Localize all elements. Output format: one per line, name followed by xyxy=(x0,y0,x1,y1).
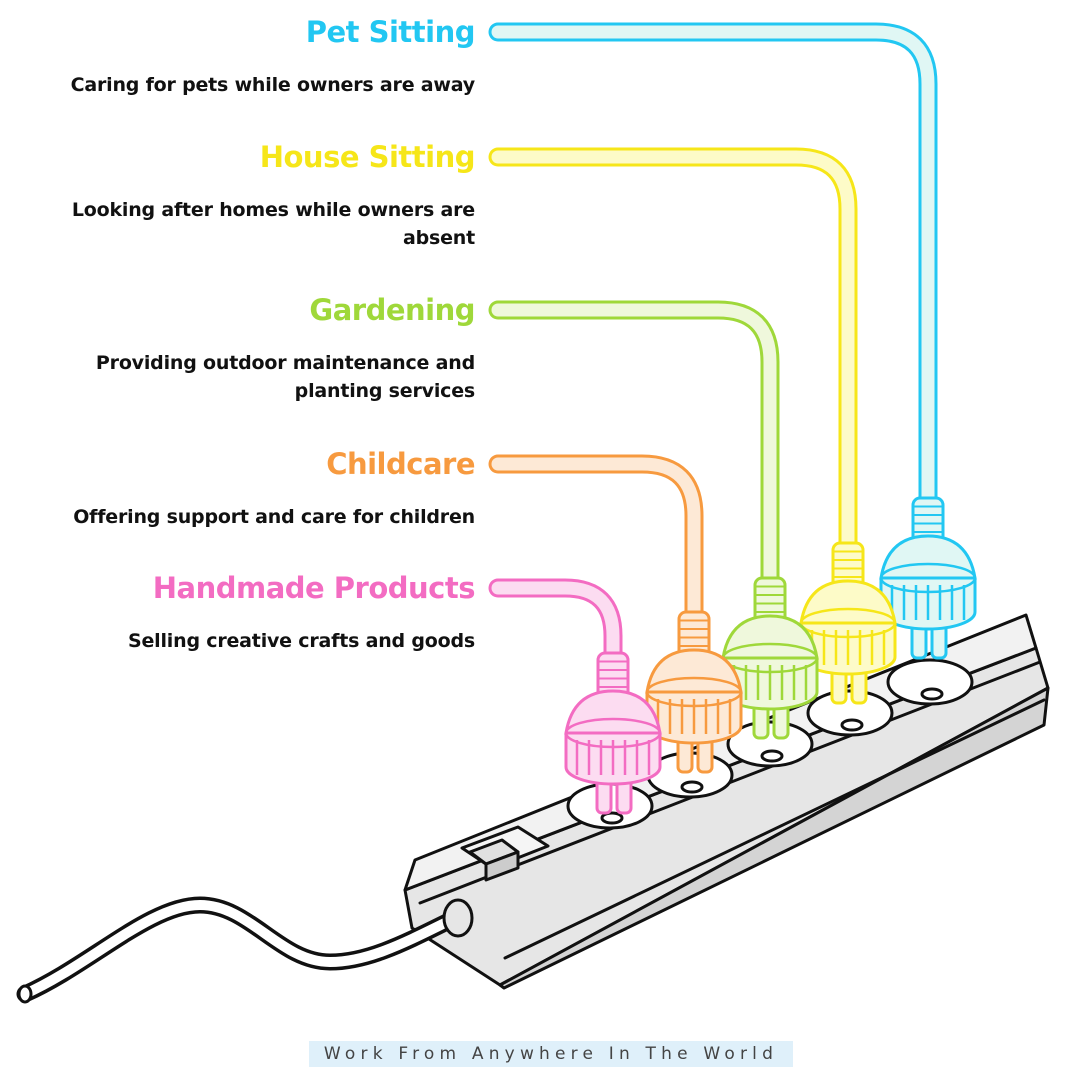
plug-body xyxy=(645,648,743,694)
plug-body xyxy=(564,689,662,735)
plug-handmade-products xyxy=(488,578,662,815)
cable xyxy=(488,147,858,553)
service-handmade-products: Handmade Products Selling creative craft… xyxy=(35,571,475,655)
cable xyxy=(488,300,780,588)
service-title: Pet Sitting xyxy=(305,15,476,49)
service-gardening: Gardening Providing outdoor maintenance … xyxy=(35,293,476,405)
plug-body xyxy=(721,614,819,660)
service-description: Selling creative crafts and goods xyxy=(128,630,475,652)
footer-tagline: Work From Anywhere In The World xyxy=(309,1041,793,1067)
plug-childcare xyxy=(488,454,743,774)
power-switch xyxy=(460,825,550,882)
service-description: Providing outdoor maintenance and planti… xyxy=(95,352,475,402)
service-childcare: Childcare Offering support and care for … xyxy=(35,447,475,531)
service-description: Offering support and care for children xyxy=(73,506,475,528)
service-title: Gardening xyxy=(309,293,475,327)
power-strip xyxy=(403,613,1050,990)
plug-body xyxy=(879,534,977,580)
cable xyxy=(488,22,938,508)
service-description: Looking after homes while owners are abs… xyxy=(71,199,475,249)
plug-pet-sitting xyxy=(488,22,977,660)
plug-body xyxy=(799,579,897,625)
service-description: Caring for pets while owners are away xyxy=(70,74,476,96)
main-cable xyxy=(16,896,474,1004)
service-title: House Sitting xyxy=(259,140,476,174)
sockets xyxy=(566,658,974,830)
service-pet-sitting: Pet Sitting Caring for pets while owners… xyxy=(35,15,476,99)
service-title: Childcare xyxy=(326,447,475,481)
plug-house-sitting xyxy=(488,147,897,705)
service-house-sitting: House Sitting Looking after homes while … xyxy=(35,140,476,252)
service-title: Handmade Products xyxy=(152,571,476,605)
